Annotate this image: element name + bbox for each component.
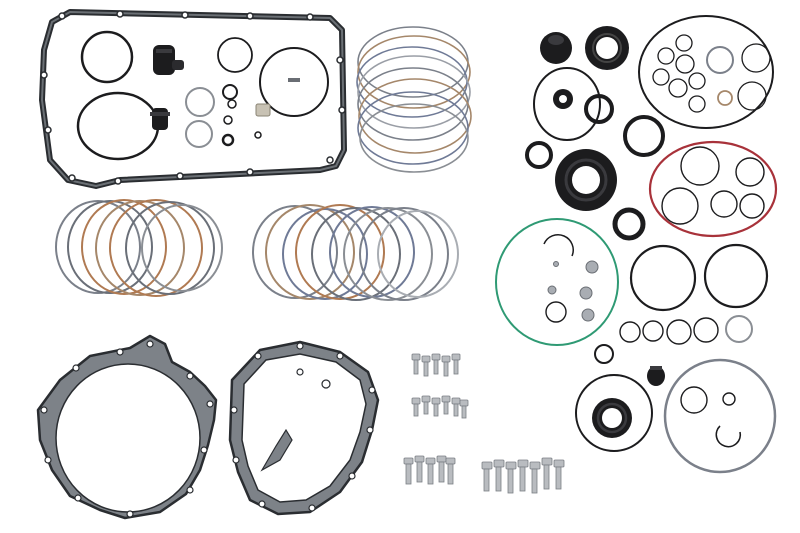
red-o-ring-set (648, 140, 778, 238)
bolt-set-lower-left (403, 455, 456, 485)
rubber-cap (540, 32, 572, 64)
seal-ring (623, 115, 665, 157)
large-snap-ring (663, 358, 777, 474)
o-ring (533, 67, 601, 141)
small-o-ring (223, 115, 233, 125)
o-ring (575, 374, 653, 452)
small-seal (525, 141, 553, 169)
seal-cluster-top-right (525, 26, 665, 241)
bolt-set-upper (411, 353, 461, 377)
label-tag (288, 78, 300, 82)
o-ring (217, 37, 253, 73)
small-seal (612, 207, 646, 241)
small-o-ring (594, 344, 614, 364)
piston-ring-group-left (55, 199, 223, 297)
oil-pan-gasket (39, 9, 347, 189)
bolt-set-middle (411, 395, 469, 419)
small-grommet (150, 108, 170, 130)
rubber-cap-small (647, 366, 665, 386)
o-ring (185, 120, 213, 148)
seal-cluster-bottom-right (575, 344, 777, 474)
shaft-seal-bottom (592, 398, 632, 438)
green-o-ring-set (495, 218, 619, 346)
pan-interior-parts (76, 30, 329, 161)
shaft-seal (585, 26, 629, 70)
o-ring-set-right-middle (619, 243, 769, 345)
o-ring (680, 386, 708, 414)
small-seal (553, 89, 573, 109)
small-o-ring (254, 131, 262, 139)
small-o-ring (227, 99, 237, 109)
bell-housing-gasket (36, 334, 218, 520)
small-seal (584, 94, 614, 124)
o-ring (185, 87, 215, 117)
o-ring-set-large-loop (638, 15, 774, 129)
small-o-ring (222, 84, 238, 100)
small-o-ring (722, 392, 736, 406)
bolt-set-lower-right (481, 457, 565, 494)
filter-neck-seal (153, 45, 184, 75)
small-o-ring (221, 133, 235, 147)
piston-ring-group-middle (252, 204, 459, 301)
large-shaft-seal (555, 149, 617, 211)
bushing (255, 103, 271, 117)
case-gasket (228, 340, 380, 516)
sealing-ring-stack (356, 26, 472, 173)
large-o-ring (259, 47, 329, 117)
snap-ring (715, 425, 742, 448)
large-o-ring (80, 30, 134, 84)
